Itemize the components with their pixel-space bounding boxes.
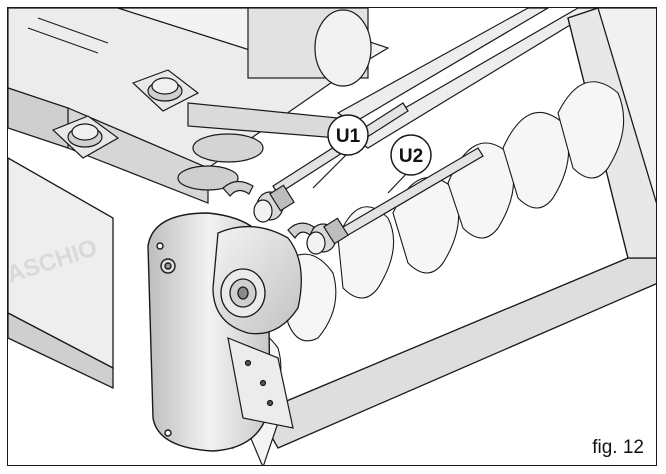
mounting-bracket (227, 337, 294, 429)
left-side-plate (8, 157, 114, 390)
shaft-u2 (287, 147, 484, 255)
callout-u1: U1 (312, 114, 369, 189)
gearbox-housing (177, 8, 372, 191)
callout-u2-label: U2 (399, 146, 423, 167)
figure-caption: fig. 12 (592, 437, 644, 458)
pulley-hub (212, 225, 302, 335)
technical-drawing: ASCHIO (8, 8, 656, 465)
figure-frame: ASCHIO (7, 7, 657, 466)
callout-u2: U2 (387, 134, 432, 194)
callout-u1-label: U1 (336, 126, 361, 147)
flange-bearing-2 (131, 69, 200, 112)
flange-bearing-1 (51, 115, 120, 159)
